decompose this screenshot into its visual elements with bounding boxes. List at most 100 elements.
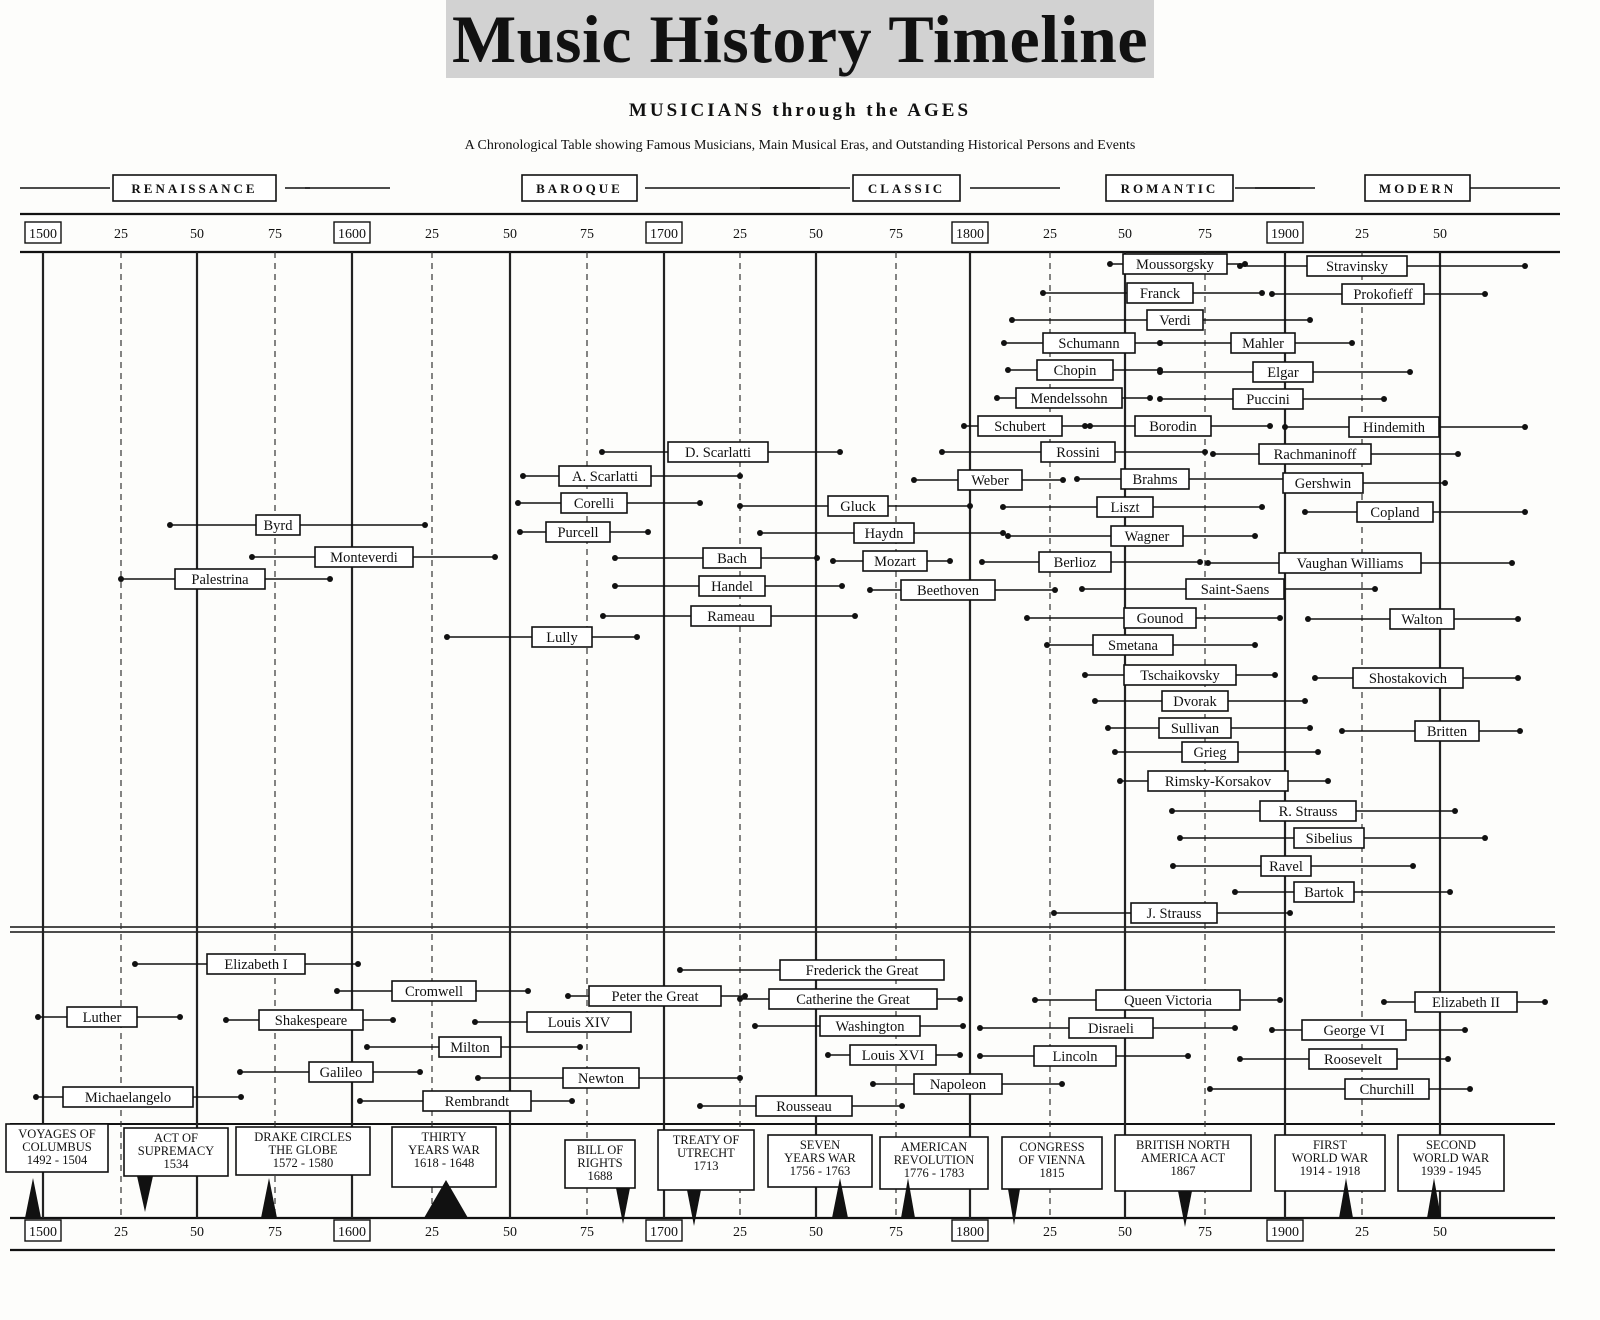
musician-name-box xyxy=(1341,283,1425,305)
person-birth-dot xyxy=(565,993,571,999)
musician-puccini: Puccini xyxy=(1157,388,1387,410)
musician-death-dot xyxy=(1252,642,1258,648)
musician-death-dot xyxy=(1381,396,1387,402)
musician-beethoven: Beethoven xyxy=(867,579,1058,601)
musician-name: Rimsky-Korsakov xyxy=(1165,774,1272,790)
musician-handel: Handel xyxy=(612,575,845,597)
event-text: YEARS WAR xyxy=(408,1143,480,1157)
musician-britten: Britten xyxy=(1339,720,1523,742)
person-rousseau: Rousseau xyxy=(697,1095,905,1117)
musician-name: A. Scarlatti xyxy=(572,469,638,485)
event-text: 1572 - 1580 xyxy=(273,1156,333,1170)
event-text: 1867 xyxy=(1171,1164,1196,1178)
musician-death-dot xyxy=(697,500,703,506)
musician-name-box xyxy=(1185,578,1285,600)
musician-gounod: Gounod xyxy=(1024,607,1283,629)
musician-name-box xyxy=(698,575,766,597)
musician-name-box xyxy=(1042,332,1136,354)
musician-birth-dot xyxy=(118,576,124,582)
event-marker-triangle xyxy=(1178,1191,1192,1227)
event-text: 1534 xyxy=(164,1157,190,1171)
musician-mendelssohn: Mendelssohn xyxy=(994,387,1153,409)
era-label-renaissance: RENAISSANCE xyxy=(131,181,257,196)
person-name-box xyxy=(1308,1048,1398,1070)
event-text: THIRTY xyxy=(421,1130,466,1144)
person-cromwell: Cromwell xyxy=(334,980,531,1002)
musician-name-box xyxy=(1258,443,1372,465)
musician-name: Weber xyxy=(971,473,1009,489)
person-peter-the-great: Peter the Great xyxy=(565,985,748,1007)
musician-death-dot xyxy=(1315,749,1321,755)
musician-tschaikovsky: Tschaikovsky xyxy=(1082,664,1278,686)
bottom-axis-tick-label: 50 xyxy=(1433,1225,1447,1240)
musician-name: Rachmaninoff xyxy=(1274,447,1357,463)
event-box xyxy=(1274,1134,1386,1192)
event-marker-triangle xyxy=(1427,1178,1441,1218)
bottom-axis-tick-label: 75 xyxy=(889,1225,903,1240)
subtitle: MUSICIANS through the AGES xyxy=(628,100,972,121)
musician-name-box xyxy=(1158,717,1232,739)
musician-birth-dot xyxy=(1177,835,1183,841)
musician-death-dot xyxy=(1509,560,1515,566)
musician-death-dot xyxy=(1259,504,1265,510)
musician-birth-dot xyxy=(979,559,985,565)
musician-name: Borodin xyxy=(1149,419,1197,435)
musician-birth-dot xyxy=(757,530,763,536)
bottom-axis-tick-label: 1900 xyxy=(1271,1225,1299,1240)
musician-name: Ravel xyxy=(1269,859,1303,875)
event-box xyxy=(879,1136,989,1190)
musician-death-dot xyxy=(1522,263,1528,269)
top-axis-tick-label: 25 xyxy=(425,227,439,242)
musician-name: Vaughan Williams xyxy=(1297,556,1404,572)
musician-name-box xyxy=(977,415,1063,437)
person-name: Rousseau xyxy=(776,1099,832,1115)
person-birth-dot xyxy=(223,1017,229,1023)
person-name: Galileo xyxy=(320,1065,363,1081)
person-name: Lincoln xyxy=(1052,1049,1098,1065)
musician-name-box xyxy=(853,522,915,544)
musician-birth-dot xyxy=(599,449,605,455)
person-death-dot xyxy=(1542,999,1548,1005)
event-text: CONGRESS xyxy=(1019,1140,1084,1154)
musician-name: Byrd xyxy=(264,518,294,534)
person-name: Cromwell xyxy=(405,984,463,1000)
musician-name: Britten xyxy=(1427,724,1468,740)
musician-rimsky-korsakov: Rimsky-Korsakov xyxy=(1117,770,1331,792)
musician-death-dot xyxy=(1452,808,1458,814)
event-text: VOYAGES OF xyxy=(18,1127,95,1141)
caption: A Chronological Table showing Famous Mus… xyxy=(464,138,1136,153)
top-axis-century-box xyxy=(1266,221,1304,244)
person-name-box xyxy=(755,1095,853,1117)
person-name: Roosevelt xyxy=(1324,1052,1382,1068)
musician-death-dot xyxy=(1272,672,1278,678)
musician-name-box xyxy=(1038,551,1112,573)
musician-liszt: Liszt xyxy=(1000,496,1265,518)
bottom-axis-tick-label: 50 xyxy=(503,1225,517,1240)
musician-death-dot xyxy=(1252,533,1258,539)
top-axis-tick-label: 75 xyxy=(268,227,282,242)
musician-name-box xyxy=(1282,472,1364,494)
musician-birth-dot xyxy=(1312,675,1318,681)
top-axis-tick-label: 75 xyxy=(889,227,903,242)
top-axis-tick-label: 1900 xyxy=(1271,227,1299,242)
musician-birth-dot xyxy=(249,554,255,560)
event-box xyxy=(5,1123,109,1173)
musician-death-dot xyxy=(1517,728,1523,734)
musician-name: Bartok xyxy=(1304,885,1344,901)
musician-name-box xyxy=(1389,608,1455,630)
musician-death-dot xyxy=(1259,290,1265,296)
musician-name-box xyxy=(1252,361,1314,383)
bottom-axis-tick-label: 50 xyxy=(190,1225,204,1240)
bottom-axis-century-box xyxy=(1266,1219,1304,1242)
musician-name-box xyxy=(1414,720,1480,742)
musician-copland: Copland xyxy=(1302,501,1528,523)
person-name: Louis XIV xyxy=(548,1015,611,1031)
musician-birth-dot xyxy=(1040,290,1046,296)
person-name-box xyxy=(1344,1078,1430,1100)
musician-mahler: Mahler xyxy=(1157,332,1355,354)
person-death-dot xyxy=(1467,1086,1473,1092)
musician-birth-dot xyxy=(167,522,173,528)
person-birth-dot xyxy=(752,1023,758,1029)
musician-death-dot xyxy=(327,576,333,582)
